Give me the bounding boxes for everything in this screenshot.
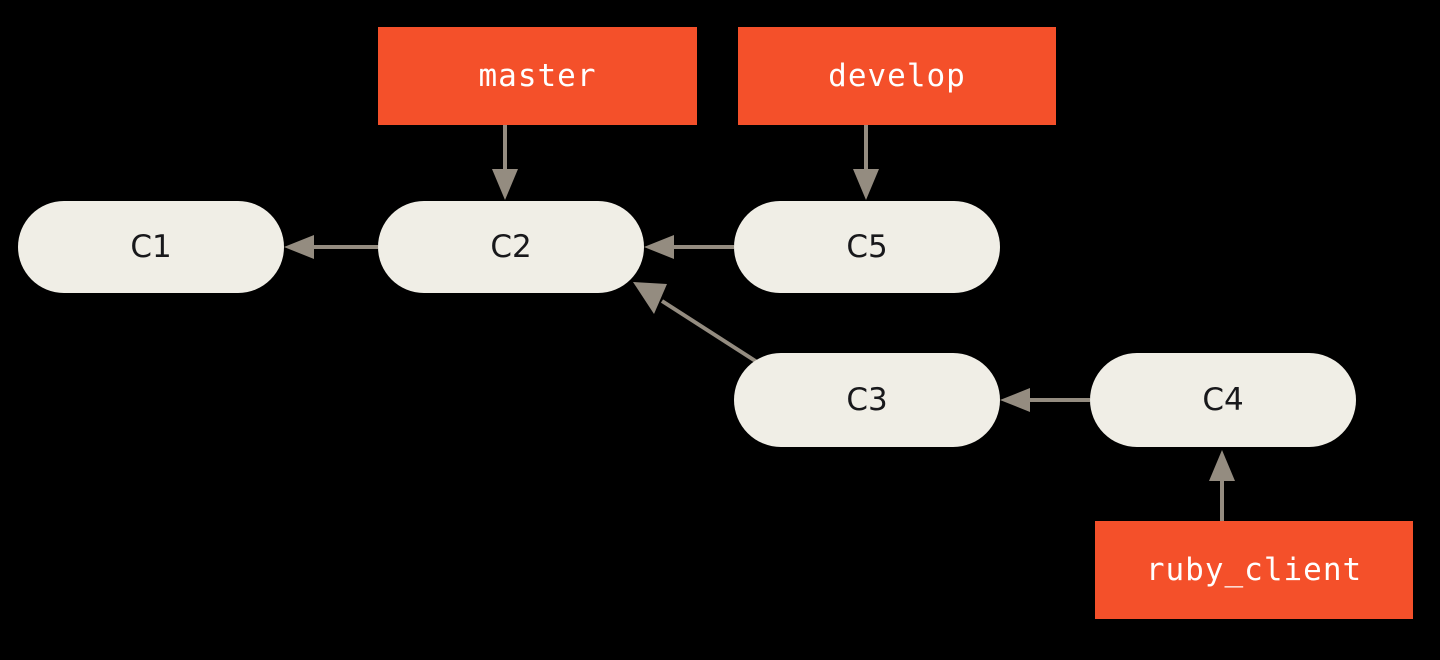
commit-node-c4[interactable]: C4 — [1090, 353, 1356, 447]
edge-c2-to-c1 — [284, 235, 378, 259]
edge-c3-to-c2 — [633, 282, 759, 364]
edge-c4-to-c3 — [1000, 388, 1090, 412]
commit-label-c2: C2 — [490, 229, 532, 265]
commit-node-c3[interactable]: C3 — [734, 353, 1000, 447]
commit-label-c3: C3 — [846, 382, 888, 418]
edge-master-to-c2 — [492, 125, 518, 200]
commit-node-c5[interactable]: C5 — [734, 201, 1000, 293]
branch-label-master[interactable]: master — [378, 27, 697, 125]
commit-node-c1[interactable]: C1 — [18, 201, 284, 293]
branch-label-develop-text: develop — [828, 58, 966, 94]
branch-label-ruby-client[interactable]: ruby_client — [1095, 521, 1413, 619]
edge-c5-to-c2 — [644, 235, 734, 259]
commit-label-c4: C4 — [1202, 382, 1244, 418]
branch-label-master-text: master — [478, 58, 597, 94]
commit-label-c1: C1 — [130, 229, 172, 265]
edge-develop-to-c5 — [853, 125, 879, 200]
commit-label-c5: C5 — [846, 229, 888, 265]
commit-node-c2[interactable]: C2 — [378, 201, 644, 293]
branch-label-develop[interactable]: develop — [738, 27, 1056, 125]
edge-ruby-client-to-c4 — [1209, 450, 1235, 521]
branch-label-ruby-client-text: ruby_client — [1145, 552, 1363, 588]
